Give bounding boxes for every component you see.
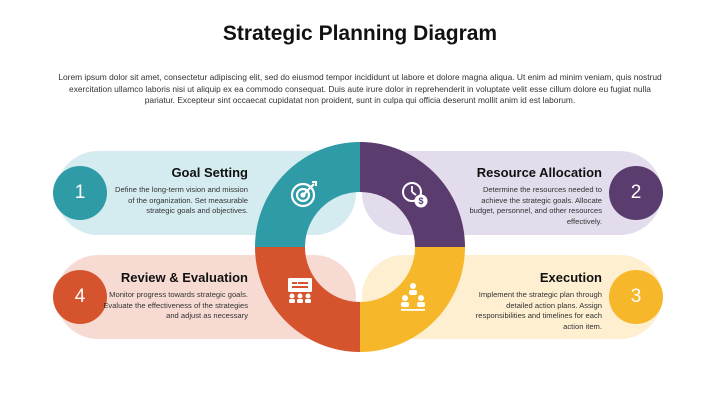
stage-1-description: Define the long-term vision and mission … xyxy=(115,185,248,215)
svg-text:$: $ xyxy=(418,196,423,206)
stage-1-number-badge: 1 xyxy=(53,166,107,220)
segment-execution xyxy=(360,247,465,352)
stage-2-description: Determine the resources needed to achiev… xyxy=(469,185,602,226)
page-title: Strategic Planning Diagram xyxy=(222,22,498,45)
stage-1-title: Goal Setting xyxy=(171,165,248,180)
stage-3-number-badge: 3 xyxy=(609,270,663,324)
stage-2-title: Resource Allocation xyxy=(476,165,602,180)
segment-goal-setting xyxy=(255,142,360,247)
stage-3-title: Execution xyxy=(539,270,602,285)
strategy-cycle-ring: $ xyxy=(255,142,465,352)
segment-resource-allocation xyxy=(360,142,465,247)
team-hierarchy-icon xyxy=(401,283,425,311)
stage-2-number-badge: 2 xyxy=(609,166,663,220)
target-icon xyxy=(290,181,317,208)
clock-dollar-icon: $ xyxy=(402,182,428,208)
stage-4-number-badge: 4 xyxy=(53,270,107,324)
intro-paragraph: Lorem ipsum dolor sit amet, consectetur … xyxy=(58,72,662,105)
stage-4-title: Review & Evaluation xyxy=(120,270,248,285)
presentation-icon xyxy=(288,278,312,303)
stage-3-description: Implement the strategic plan through det… xyxy=(475,290,602,331)
stage-4-description: Monitor progress towards strategic goals… xyxy=(103,290,248,320)
